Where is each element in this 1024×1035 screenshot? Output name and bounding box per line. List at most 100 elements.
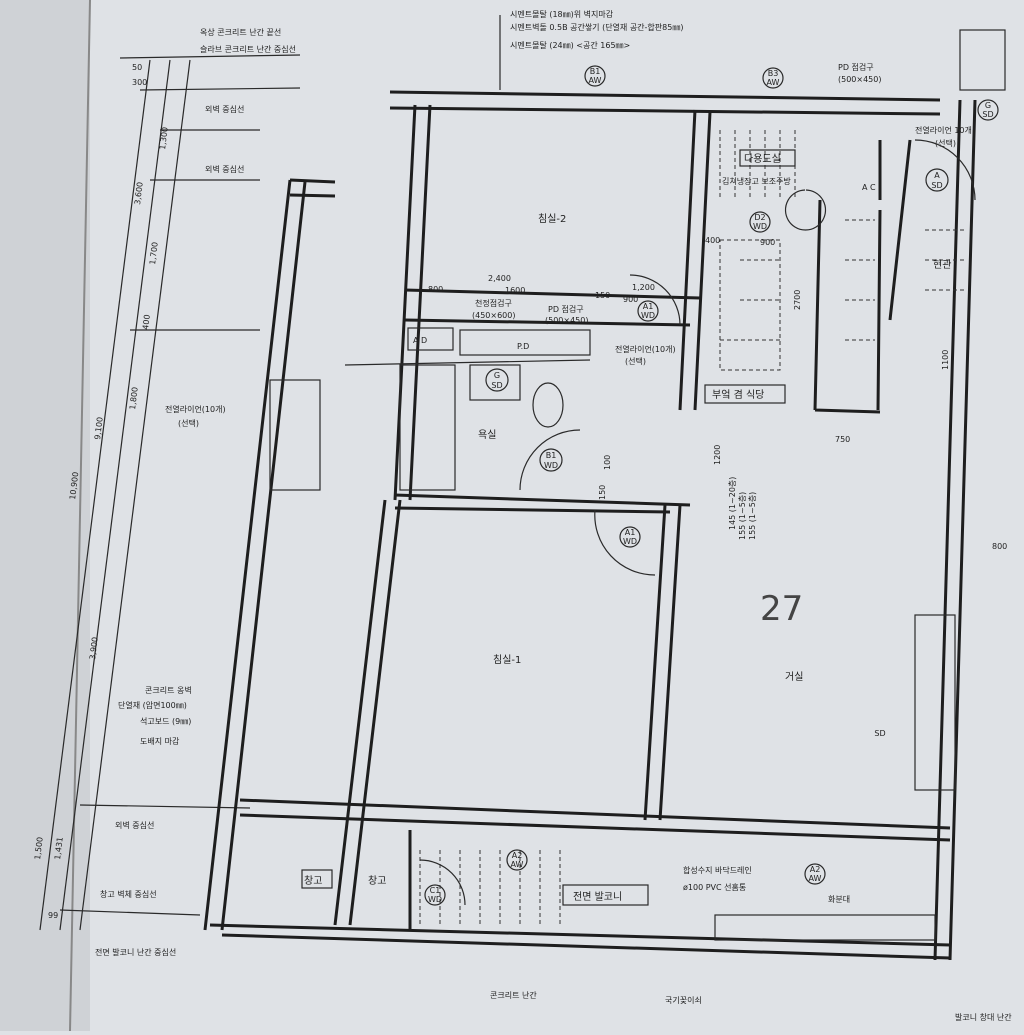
room-bedroom-1: 침실-1 [493,654,521,666]
note: 외벽 중심선 [115,820,154,830]
dim: 145 (1~20층) [728,477,737,530]
dim: 300 [132,78,147,87]
note: 화분대 [828,895,850,904]
room-front-balcony: 전면 발코니 [573,891,622,903]
note: 전열라이언(10개) [165,404,226,414]
tag-bottom: AW [809,874,822,883]
note: 전열라이언 10개 [915,125,972,135]
tag-top: A [934,171,940,180]
dim: 1,300 [158,126,170,150]
annotations: 천정점검구 (450×600) PD 점검구 (500×450) P.D A D… [413,183,1012,1022]
tag-top: D2 [754,213,765,222]
tag-bottom: AW [767,78,780,87]
room-storage-1: 창고 [304,875,322,887]
note: 슬라브 콘크리트 난간 중심선 [200,44,296,54]
tag-top: A2 [512,851,523,860]
room-entry: 현관 [933,259,951,271]
dim: 155 (1~5층) [748,492,757,540]
tag-top: B1 [546,451,557,460]
note: 석고보드 (9㎜) [140,716,191,726]
note: 옥상 콘크리트 난간 끝선 [200,27,281,37]
room-living: 거실 [785,671,803,683]
note: (500×450) [838,75,881,84]
dim: 800 [992,542,1007,551]
tag-bottom: SD [491,381,502,390]
dim: 99 [48,911,58,920]
top-notes: 시멘트몰탈 (18㎜)위 벽지마감 시멘트벽돌 0.5B 공간쌓기 (단열재 공… [499,9,972,148]
tag-top: B3 [768,69,779,78]
dim: 900 [760,238,775,247]
note: 도배지 마감 [140,736,180,746]
tag-bottom: WD [641,311,655,320]
door-swings [419,139,976,906]
tag-top: A1 [625,528,636,537]
dim: 1,200 [632,283,655,292]
walls [203,29,1006,961]
tag-a-sd: ASD [925,168,949,192]
dim: 1,800 [128,386,140,410]
note: (500×450) [545,316,588,325]
dim: 155 (1~5층) [738,492,747,540]
dim: 800 [428,285,443,294]
left-dimension-labels: 50 300 1,300 3,600 1,700 400 1,800 9,100… [33,63,170,920]
dim: 10,900 [68,471,80,500]
dim: 2,400 [488,274,511,283]
binder-edge [0,0,90,1031]
left-dimension-lines [39,54,301,931]
interior-dimensions: 2,400 800 1600 150 1,200 900 400 900 270… [428,236,1007,551]
dim: 400 [705,236,720,245]
tag-bottom: SD [982,110,993,119]
note: 전면 발코니 난간 중심선 [95,947,176,957]
note: 외벽 중심선 [205,164,244,174]
dim: 2700 [793,290,802,310]
handwritten-number: 27 [760,589,803,629]
tag-bottom: AW [589,76,602,85]
note: 국기꽂이쇠 [665,995,702,1005]
tag-bottom: WD [753,222,767,231]
note: ø100 PVC 선홈통 [683,882,746,892]
dim: 1,500 [33,836,45,860]
dim: 1,431 [53,836,65,860]
dim: 150 [595,291,610,300]
dim: 9,100 [93,416,105,440]
tag-top: G [985,101,991,110]
tag-top: A2 [810,865,821,874]
note: 단열재 (압면100㎜) [118,700,187,710]
utility-note: 김치냉장고 보조주방 [722,176,791,186]
page-edge [69,0,91,1032]
tag-bottom: WD [428,895,442,904]
dim: 1,700 [148,241,160,265]
note: 시멘트몰탈 (24㎜) <공간 165㎜> [510,40,630,50]
room-storage-2: 창고 [368,875,386,887]
dim: 3,900 [88,636,100,660]
dim: 750 [835,435,850,444]
note: 전열라이언(10개) [615,344,676,354]
note: (450×600) [472,311,515,320]
tag-bottom: WD [544,461,558,470]
dim: 1100 [941,350,950,370]
tag-bottom: SD [931,181,942,190]
note: 발코니 창대 난간 [955,1012,1012,1022]
room-labels: 침실-2 침실-1 욕실 거실 부엌 겸 식당 다용도실 김치냉장고 보조주방 … [301,149,951,906]
tag-bottom: WD [623,537,637,546]
note: PD 점검구 [838,62,874,72]
tag-g-sd: GSD [485,368,509,392]
note: 창고 벽체 중심선 [100,889,157,899]
dim: 3,600 [133,181,145,205]
note: 콘크리트 난간 [490,990,537,1000]
note: 합성수지 바닥드레인 [683,865,752,875]
note: 천정점검구 [475,298,512,308]
note: A C [862,183,876,192]
note: 콘크리트 옹벽 [145,685,192,695]
